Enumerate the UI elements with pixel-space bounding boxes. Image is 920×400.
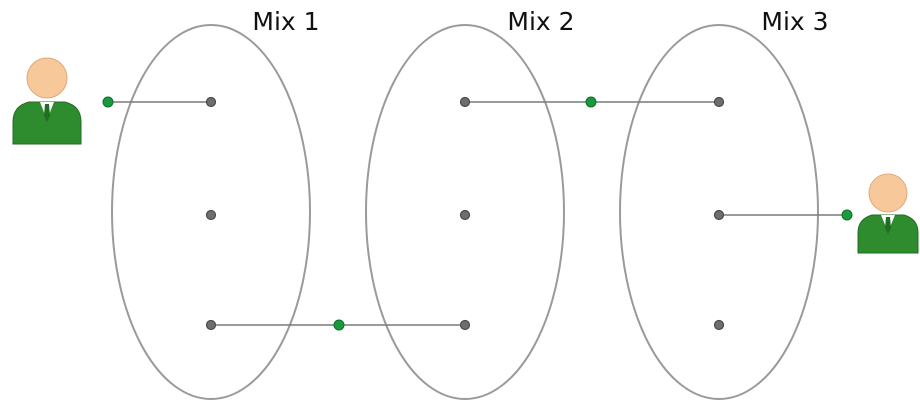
mix-3-boundary — [619, 24, 819, 400]
mix-1-node-2 — [205, 209, 217, 221]
mix-1-node-3 — [205, 319, 217, 331]
message-dot-receiver — [841, 209, 853, 221]
mix-3-node-3 — [713, 319, 725, 331]
user-head — [26, 57, 68, 99]
mix-label-3: Mix 3 — [761, 7, 829, 36]
user-icon — [12, 57, 82, 145]
message-dot-mix1-mix2 — [333, 319, 345, 331]
mix-2-node-2 — [459, 209, 471, 221]
mix-2-node-3 — [459, 319, 471, 331]
message-dot-sender — [102, 96, 114, 108]
user-head — [868, 173, 908, 213]
mix-3-node-2 — [713, 209, 725, 221]
user-suit — [12, 101, 82, 145]
mix-1-node-1 — [205, 96, 217, 108]
mix-2-boundary — [365, 24, 565, 400]
message-dot-mix2-mix3 — [585, 96, 597, 108]
user-tie — [44, 104, 50, 122]
user-icon — [857, 173, 919, 254]
mix-label-2: Mix 2 — [507, 7, 575, 36]
mix-3-node-1 — [713, 96, 725, 108]
mix-2-node-1 — [459, 96, 471, 108]
user-tie — [885, 217, 891, 234]
mix-label-1: Mix 1 — [252, 7, 320, 36]
mix-1-boundary — [111, 24, 311, 400]
